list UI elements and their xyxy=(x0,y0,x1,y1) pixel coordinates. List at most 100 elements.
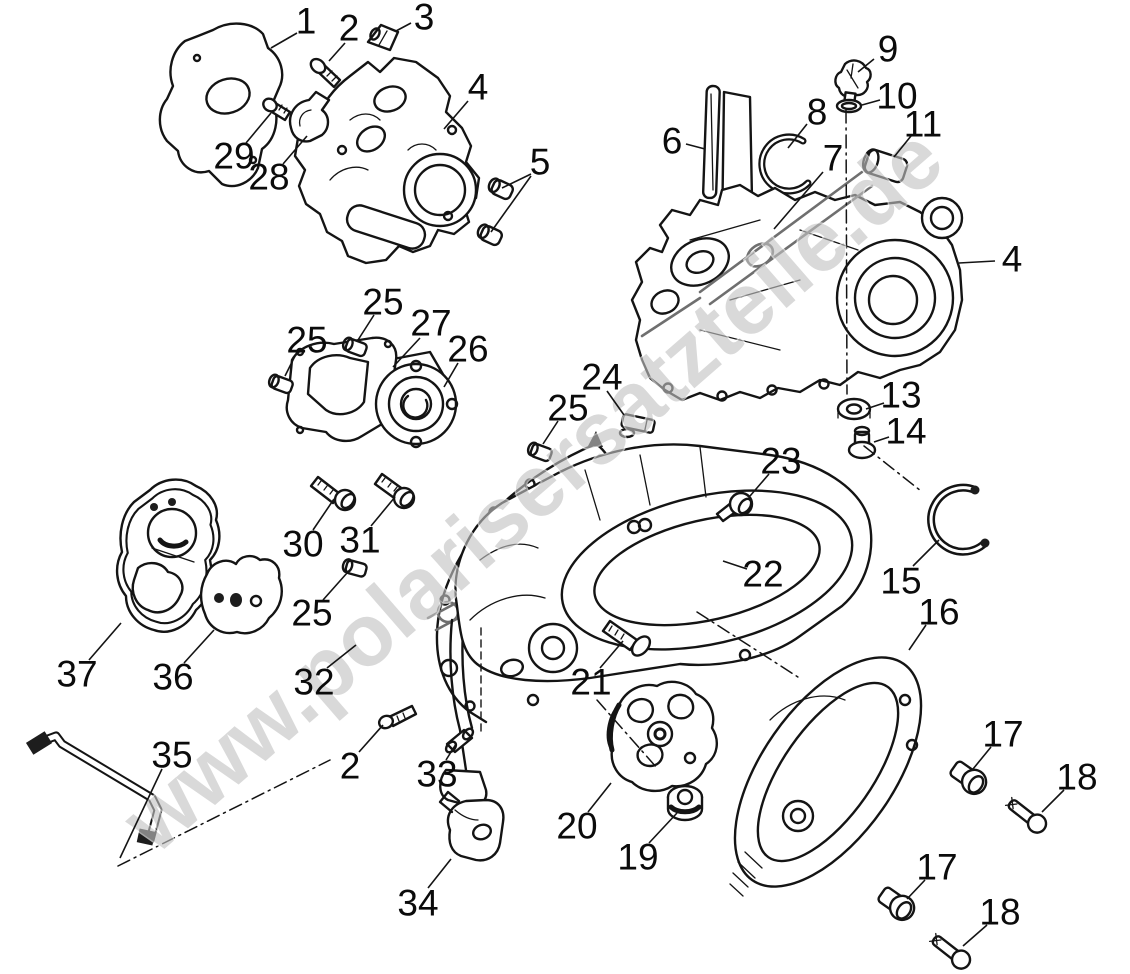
leader-line-25 xyxy=(357,314,375,341)
callout-label-15: 15 xyxy=(880,561,921,602)
leader-line-3 xyxy=(395,22,412,32)
callout-label-8: 8 xyxy=(807,92,828,133)
part-25-plug-c xyxy=(526,441,553,463)
part-3-fitting xyxy=(366,23,400,52)
part-1-gasket xyxy=(158,22,284,188)
leader-line-18 xyxy=(962,924,988,947)
callout-label-23: 23 xyxy=(760,441,801,482)
leader-line-4 xyxy=(443,100,469,130)
part-28-bracket xyxy=(288,90,331,143)
callout-label-2: 2 xyxy=(340,746,361,787)
part-26-pump-body xyxy=(374,359,459,449)
callout-label-11: 11 xyxy=(904,104,942,145)
callout-label-33: 33 xyxy=(416,754,457,795)
part-13-nut xyxy=(836,397,872,421)
leader-line-27 xyxy=(392,337,421,368)
leader-line-26 xyxy=(443,362,459,388)
callout-label-22: 22 xyxy=(742,554,783,595)
part-4-crankcase-right xyxy=(630,170,964,402)
leader-line-10 xyxy=(861,99,881,106)
part-14-bolt xyxy=(847,425,877,460)
part-5-plugs xyxy=(476,177,514,247)
leader-line-25 xyxy=(322,572,348,601)
part-2-bolt-bottom xyxy=(377,704,418,730)
part-18-screw-b xyxy=(928,932,972,970)
leader-line-13 xyxy=(865,402,885,410)
callout-label-7: 7 xyxy=(823,138,844,179)
callout-label-37: 37 xyxy=(56,654,97,695)
leader-line-2 xyxy=(328,42,346,62)
callout-label-3: 3 xyxy=(414,0,435,38)
leader-line-6 xyxy=(685,143,706,150)
leader-line-16 xyxy=(908,624,927,651)
part-22-cover-inner xyxy=(454,443,873,707)
leader-line-35 xyxy=(119,768,163,859)
leader-line-33 xyxy=(445,743,457,761)
leader-line-15 xyxy=(912,539,940,567)
leader-line-25 xyxy=(542,420,559,445)
leader-line-37 xyxy=(88,622,122,661)
axis-dashdot-line xyxy=(117,759,331,867)
crankshaft-hint xyxy=(640,170,874,338)
part-25-plug-d xyxy=(341,558,368,578)
callout-label-17: 17 xyxy=(916,847,957,888)
leader-line-17 xyxy=(906,879,926,900)
leader-line-22 xyxy=(722,560,748,570)
callout-label-26: 26 xyxy=(447,329,488,370)
part-21-bolt xyxy=(601,619,652,657)
part-30-bolt xyxy=(309,475,357,512)
part-17-bolt-b xyxy=(877,886,916,922)
part-35-rod xyxy=(25,731,163,846)
leader-line-7 xyxy=(773,171,824,230)
leader-line-4 xyxy=(958,260,996,264)
leader-line-28 xyxy=(282,135,308,165)
leader-line-23 xyxy=(749,473,770,497)
callout-label-13: 13 xyxy=(880,375,921,416)
callout-label-9: 9 xyxy=(878,29,899,70)
callout-label-17: 17 xyxy=(982,714,1023,755)
callout-label-25: 25 xyxy=(547,388,588,429)
leader-line-5 xyxy=(490,175,532,233)
leader-line-32 xyxy=(326,644,357,669)
part-15-circlip xyxy=(927,483,990,556)
part-17-bolt-a xyxy=(949,760,988,796)
part-25-plug-b xyxy=(267,373,294,395)
callout-label-28: 28 xyxy=(248,157,289,198)
leader-line-34 xyxy=(427,858,452,889)
axis-dashdot-line xyxy=(863,445,922,492)
part-24-pin xyxy=(618,413,656,439)
part-29-bolt xyxy=(262,97,292,122)
callout-label-5: 5 xyxy=(530,142,551,183)
leader-line-19 xyxy=(648,812,678,844)
axis-dashdot-line xyxy=(696,611,802,680)
leader-line-29 xyxy=(245,112,272,144)
line-art-layer xyxy=(25,22,1048,970)
callout-label-35: 35 xyxy=(151,735,192,776)
part-10-oring xyxy=(835,98,863,114)
leader-line-9 xyxy=(857,58,875,73)
callout-label-24: 24 xyxy=(581,357,622,398)
leader-line-30 xyxy=(312,498,335,531)
callout-label-34: 34 xyxy=(397,883,438,924)
part-25-plug-a xyxy=(341,336,368,358)
leader-line-11 xyxy=(893,135,912,158)
callout-label-31: 31 xyxy=(339,520,380,561)
callout-label-18: 18 xyxy=(979,892,1020,933)
part-31-bolt xyxy=(373,472,416,510)
leader-line-14 xyxy=(873,436,890,443)
callout-label-10: 10 xyxy=(876,76,917,117)
part-8-clip xyxy=(758,133,812,195)
axis-dashdot-line xyxy=(845,109,848,395)
callout-label-16: 16 xyxy=(918,592,959,633)
callout-label-1: 1 xyxy=(296,1,317,42)
leader-line-18 xyxy=(1041,789,1065,813)
callout-label-32: 32 xyxy=(293,662,334,703)
callout-label-30: 30 xyxy=(282,524,323,565)
callout-label-36: 36 xyxy=(152,657,193,698)
callout-label-2: 2 xyxy=(339,8,360,49)
leader-line-8 xyxy=(787,123,808,149)
callout-label-21: 21 xyxy=(570,662,611,703)
callout-label-25: 25 xyxy=(291,593,332,634)
part-4-crankcase-left xyxy=(293,56,481,265)
